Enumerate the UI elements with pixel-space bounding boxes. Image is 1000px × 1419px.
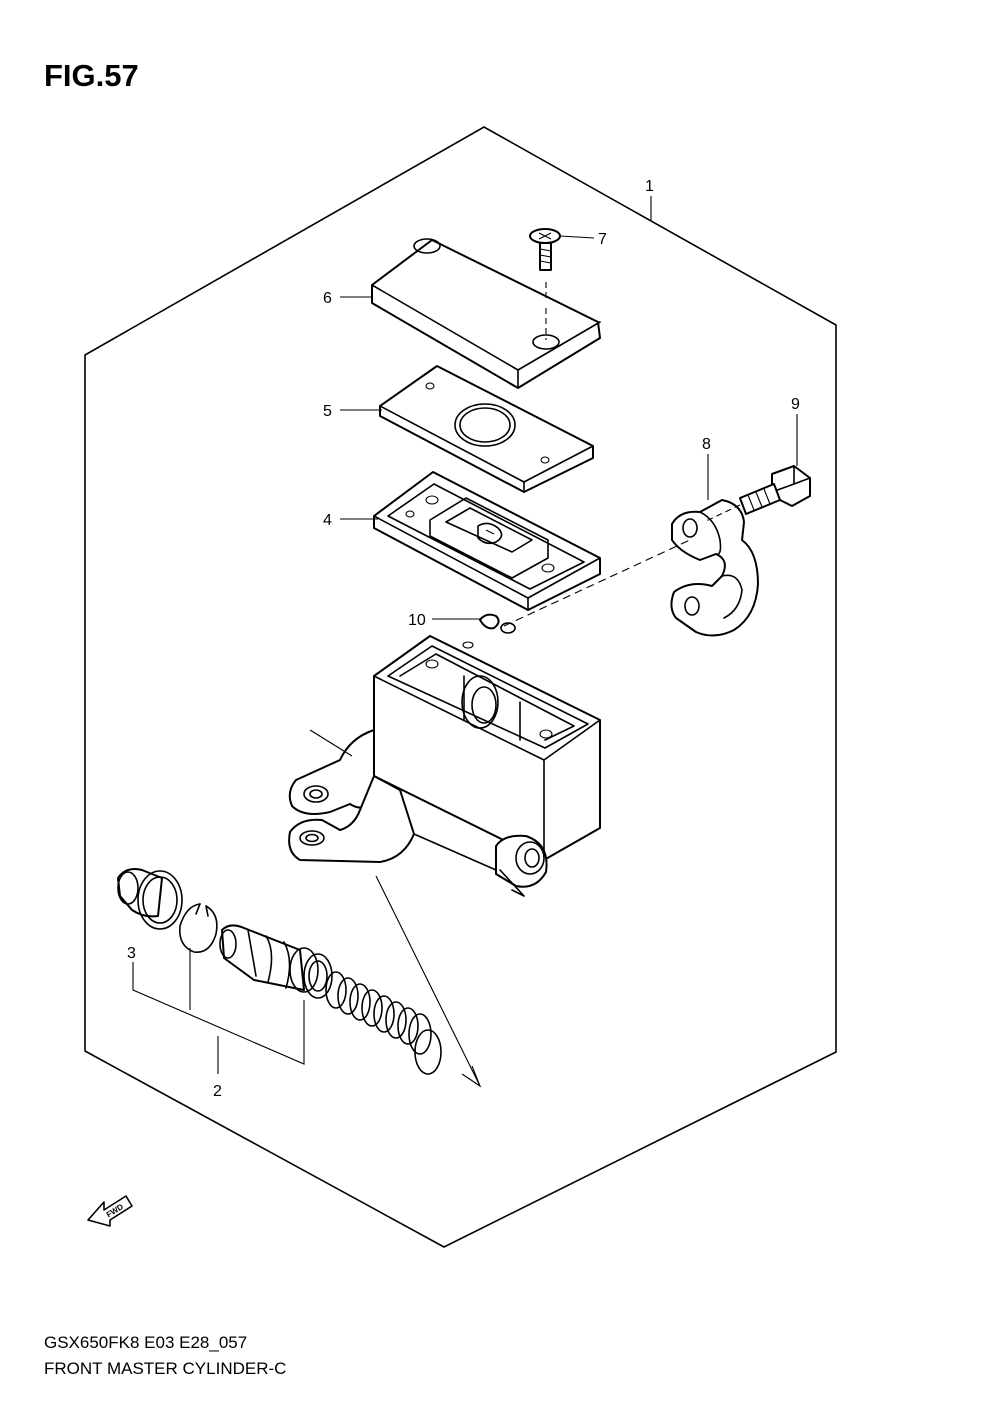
- diaphragm-plate-part[interactable]: [379, 365, 594, 493]
- assembly-outline: [84, 126, 837, 1248]
- callout-6: 6: [323, 290, 332, 307]
- callout-1: 1: [645, 178, 654, 195]
- holder-bolt-part[interactable]: [703, 465, 811, 523]
- callout-4: 4: [323, 512, 332, 529]
- callout-7: 7: [598, 231, 607, 248]
- forward-direction-arrow: FWD: [87, 1195, 133, 1227]
- leader-lines: [132, 196, 798, 1074]
- callout-3: 3: [127, 945, 136, 962]
- spring-part[interactable]: [325, 971, 442, 1075]
- diaphragm-part[interactable]: [373, 471, 601, 611]
- piston-part[interactable]: [219, 924, 333, 999]
- master-cylinder-body[interactable]: [288, 539, 691, 897]
- callout-8: 8: [702, 436, 711, 453]
- callout-2: 2: [213, 1083, 222, 1100]
- diagram-code: GSX650FK8 E03 E28_057: [44, 1333, 248, 1352]
- holder-part[interactable]: [670, 499, 759, 637]
- figure-title: FIG.57: [44, 58, 139, 93]
- callout-9: 9: [791, 396, 800, 413]
- callout-5: 5: [323, 403, 332, 420]
- reservoir-cap-part[interactable]: [371, 238, 601, 389]
- alignment-guide: [309, 729, 482, 1088]
- callout-10: 10: [408, 612, 426, 629]
- clip-part[interactable]: [479, 613, 516, 634]
- circlip-part[interactable]: [178, 903, 218, 953]
- dust-boot-part[interactable]: [117, 868, 183, 930]
- diagram-name: FRONT MASTER CYLINDER-C: [44, 1359, 287, 1378]
